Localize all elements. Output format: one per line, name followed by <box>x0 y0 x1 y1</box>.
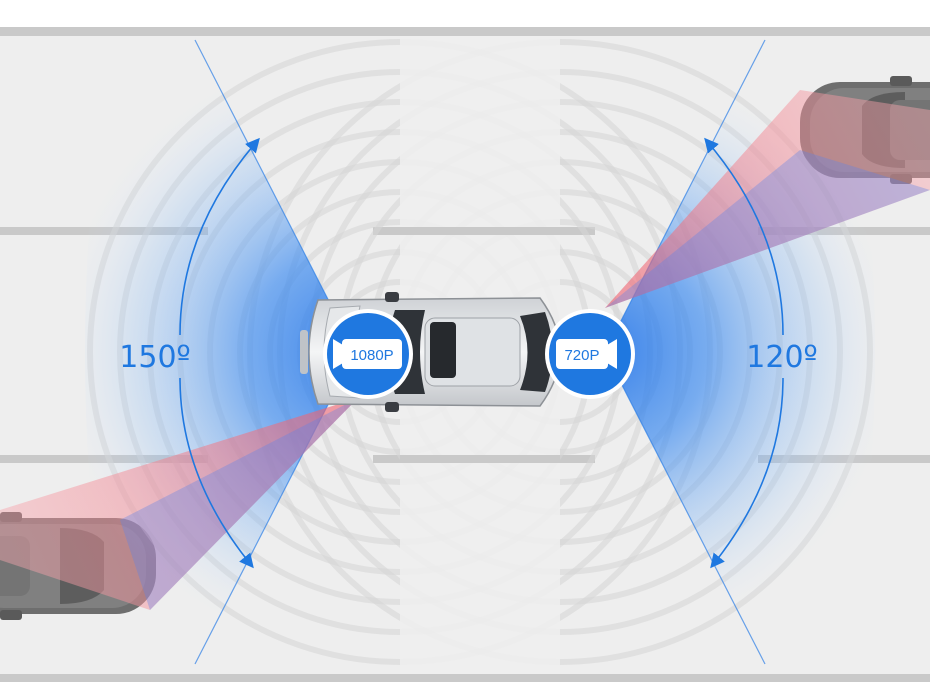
rear-camera-angle: 120º <box>746 340 817 375</box>
rear-camera-resolution: 720P <box>564 347 599 364</box>
road-edge-bottom <box>0 674 930 682</box>
front-angle-arc-upper <box>179 137 260 336</box>
video-camera-icon <box>556 339 617 369</box>
video-camera-icon <box>333 339 402 369</box>
front-angle-arc-lower <box>179 377 254 569</box>
front-camera-angle: 150º <box>119 340 190 375</box>
road-edge-top <box>0 27 930 36</box>
front-camera-badge: 1080P <box>323 309 413 399</box>
rear-camera-badge: 720P <box>545 309 635 399</box>
front-detection-beam <box>0 398 358 610</box>
rear-cone-edge-top <box>604 39 766 353</box>
rear-angle-arc-upper <box>704 137 784 336</box>
rear-cone-edge-bottom <box>604 351 766 665</box>
front-camera-resolution: 1080P <box>350 347 393 364</box>
rear-detection-beam <box>605 90 930 308</box>
rear-angle-arc-lower <box>710 377 784 569</box>
